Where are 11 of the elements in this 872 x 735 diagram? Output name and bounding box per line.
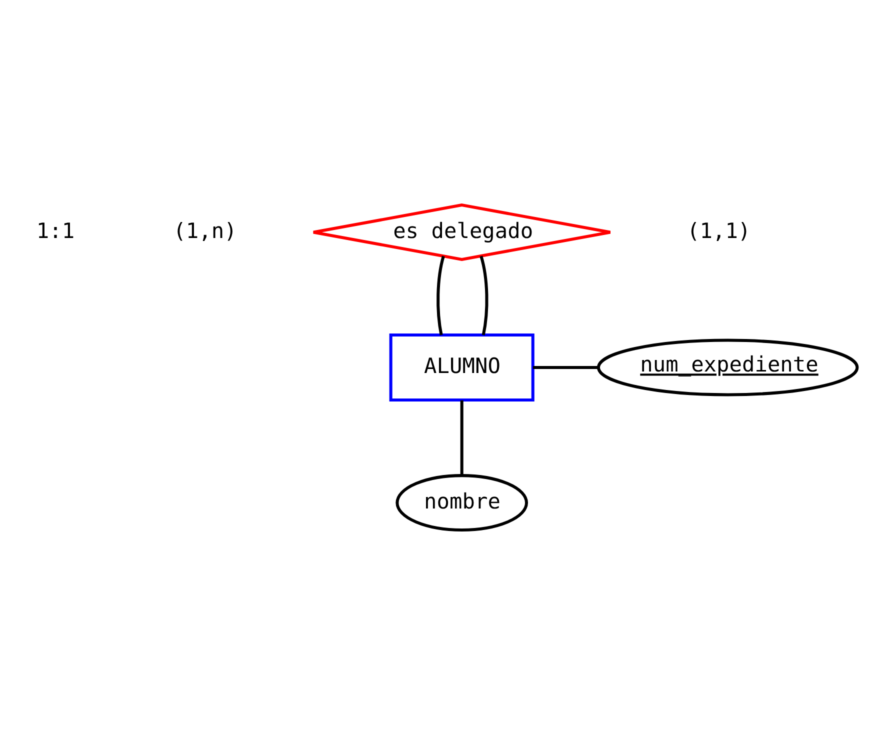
node-box: ALUMNO bbox=[389, 334, 534, 402]
connector bbox=[533, 366, 598, 369]
label: (1,n) bbox=[173, 218, 237, 243]
node-ellipse: nombre bbox=[396, 474, 528, 532]
label: (1,1) bbox=[687, 218, 751, 243]
label: 1:1 bbox=[36, 218, 75, 243]
node-ellipse: num_expediente bbox=[596, 338, 859, 396]
node-diamond: es delegado bbox=[312, 204, 612, 261]
connector bbox=[480, 256, 488, 336]
connector bbox=[436, 256, 445, 336]
connector bbox=[460, 400, 464, 476]
